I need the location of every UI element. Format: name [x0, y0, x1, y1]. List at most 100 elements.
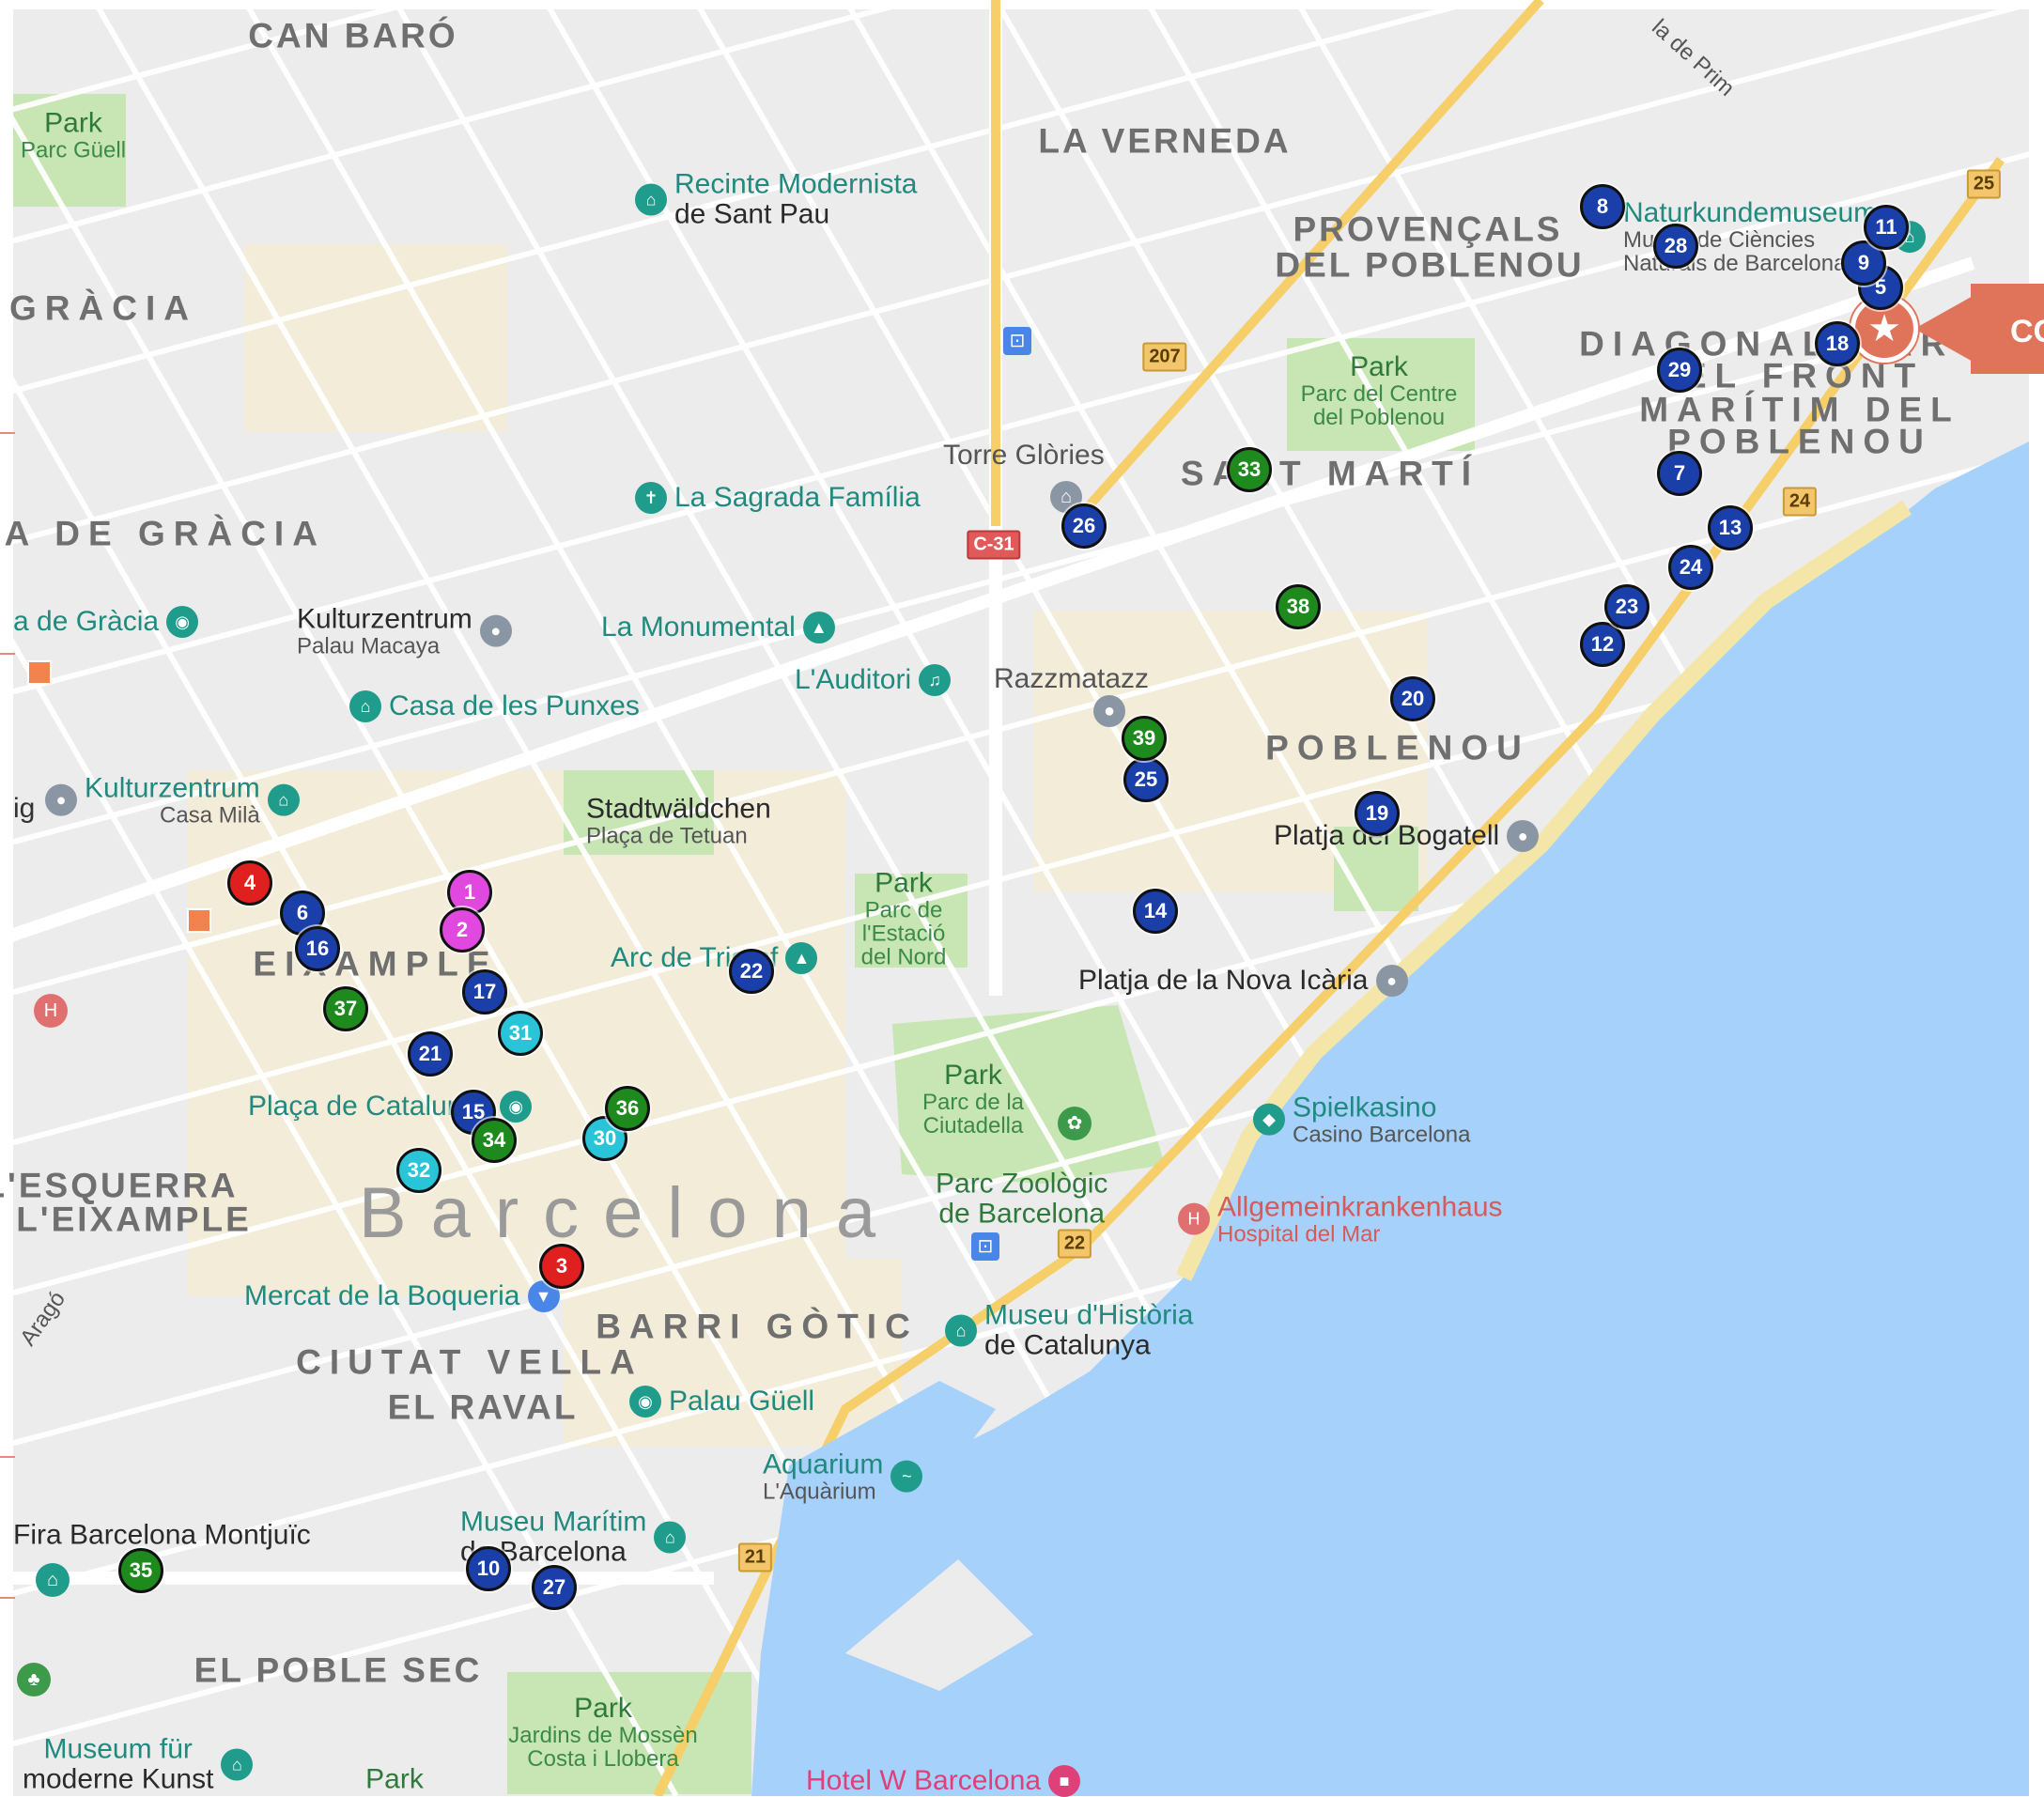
stadium-icon[interactable]: ⌂ [1050, 481, 1082, 513]
park-bottom-label[interactable]: Park [365, 1763, 424, 1795]
poi-platja-bogatell[interactable]: Platja del Bogatell● [1274, 820, 1540, 852]
map-marker-14[interactable]: 14 [1133, 889, 1178, 934]
map-marker-8[interactable]: 8 [1580, 184, 1625, 229]
map-marker-16[interactable]: 16 [295, 926, 340, 971]
poi-razzmatazz[interactable]: Razzmatazz [994, 663, 1150, 694]
monument-icon: ▲ [785, 942, 818, 974]
map-marker-21[interactable]: 21 [408, 1031, 453, 1077]
map-marker-35[interactable]: 35 [118, 1548, 163, 1593]
map-marker-2[interactable]: 2 [440, 907, 485, 953]
hospital-icon[interactable]: H [34, 994, 68, 1028]
photo-icon: ◉ [629, 1386, 661, 1417]
transit-icon[interactable]: ⊡ [1003, 327, 1031, 355]
poi-torre-glories[interactable]: Torre Glòries [943, 440, 1105, 471]
zoo-icon[interactable]: ✿ [1058, 1107, 1092, 1140]
callout-box[interactable] [1971, 284, 2044, 374]
museum-icon: ⌂ [654, 1521, 687, 1553]
poi-la-monumental[interactable]: La Monumental▲ [601, 612, 835, 643]
poi-nova-icaria[interactable]: Platja de la Nova Icària● [1078, 965, 1408, 997]
casino-icon: ◆ [1253, 1104, 1285, 1136]
poi-arc-triomf[interactable]: Arc de Triomf▲ [611, 942, 818, 974]
transit-icon[interactable]: ⊡ [971, 1232, 999, 1261]
landmark-icon[interactable]: ⌂ [36, 1563, 70, 1597]
poi-fira-montjuic[interactable]: Fira Barcelona Montjuïc [13, 1519, 311, 1551]
poi-boqueria[interactable]: Mercat de la Boqueria▼ [244, 1280, 560, 1312]
district-can-baro: CAN BARÓ [248, 16, 458, 55]
map-marker-22[interactable]: 22 [729, 949, 774, 994]
map-marker-13[interactable]: 13 [1708, 505, 1753, 550]
map-marker-4[interactable]: 4 [227, 860, 272, 906]
map-marker-25[interactable]: 25 [1123, 757, 1169, 802]
map-marker-23[interactable]: 23 [1604, 584, 1649, 629]
beach-pin-icon: ● [1375, 965, 1408, 997]
map-marker-31[interactable]: 31 [498, 1011, 543, 1056]
map-marker-11[interactable]: 11 [1864, 205, 1909, 250]
landmark-icon: ⌂ [349, 690, 381, 722]
map-marker-36[interactable]: 36 [605, 1086, 650, 1131]
map-marker-29[interactable]: 29 [1657, 348, 1702, 393]
poi-palau-guell[interactable]: ◉Palau Güell [629, 1386, 814, 1417]
photo-icon: ◉ [166, 606, 199, 638]
map-marker-33[interactable]: 33 [1227, 447, 1272, 492]
district-el-raval: EL RAVAL [387, 1387, 579, 1427]
district-maritim-del: MARÍTIM DEL [1639, 390, 1960, 429]
place-pin-icon: ● [479, 615, 512, 647]
district-poblenou-area: POBLENOU [1667, 422, 1932, 461]
map-marker-3[interactable]: 3 [539, 1244, 584, 1289]
map-marker-24[interactable]: 24 [1668, 545, 1713, 590]
map-marker-34[interactable]: 34 [472, 1118, 517, 1163]
map-marker-38[interactable]: 38 [1276, 584, 1321, 629]
place-icon[interactable] [27, 660, 52, 685]
map-marker-20[interactable]: 20 [1390, 676, 1435, 721]
district-esquerra: L'ESQUERRA [0, 1166, 239, 1205]
map-marker-26[interactable]: 26 [1061, 503, 1107, 549]
poi-casa-batllo[interactable]: ig [13, 793, 36, 824]
map-marker-7[interactable]: 7 [1657, 451, 1702, 496]
poi-vila-gracia[interactable]: a de Gràcia◉ [13, 606, 199, 638]
map-marker-32[interactable]: 32 [396, 1148, 441, 1193]
poi-casa-punxes[interactable]: ⌂Casa de les Punxes [349, 690, 640, 722]
museum-icon: ⌂ [945, 1314, 977, 1346]
map-marker-27[interactable]: 27 [532, 1565, 577, 1610]
landmark-icon: ⌂ [635, 183, 667, 215]
map-marker-18[interactable]: 18 [1815, 321, 1860, 366]
place-icon[interactable] [187, 908, 211, 933]
map-marker-28[interactable]: 28 [1653, 224, 1698, 269]
map-marker-10[interactable]: 10 [466, 1546, 511, 1591]
map-marker-19[interactable]: 19 [1355, 791, 1400, 836]
map-marker-39[interactable]: 39 [1122, 716, 1167, 761]
poi-hotel-w[interactable]: Hotel W Barcelona■ [806, 1765, 1081, 1797]
map-marker-12[interactable]: 12 [1580, 622, 1625, 667]
shopping-icon: ▼ [527, 1280, 560, 1312]
place-pin-icon[interactable]: ● [1093, 695, 1125, 727]
poi-auditori[interactable]: L'Auditori♫ [795, 664, 952, 696]
district-provencals: PROVENÇALS [1293, 209, 1563, 249]
map-marker-17[interactable]: 17 [462, 969, 507, 1015]
beach-pin-icon: ● [1507, 820, 1540, 852]
park-icon[interactable]: ♣ [17, 1663, 51, 1696]
edge-line [0, 1597, 15, 1599]
map-marker-37[interactable]: 37 [323, 986, 368, 1031]
callout-pointer [1914, 295, 1974, 363]
aquarium-icon: ~ [890, 1461, 923, 1493]
poi-sagrada-familia[interactable]: ✝La Sagrada Família [635, 482, 921, 514]
road-shield: 207 [1142, 342, 1187, 372]
